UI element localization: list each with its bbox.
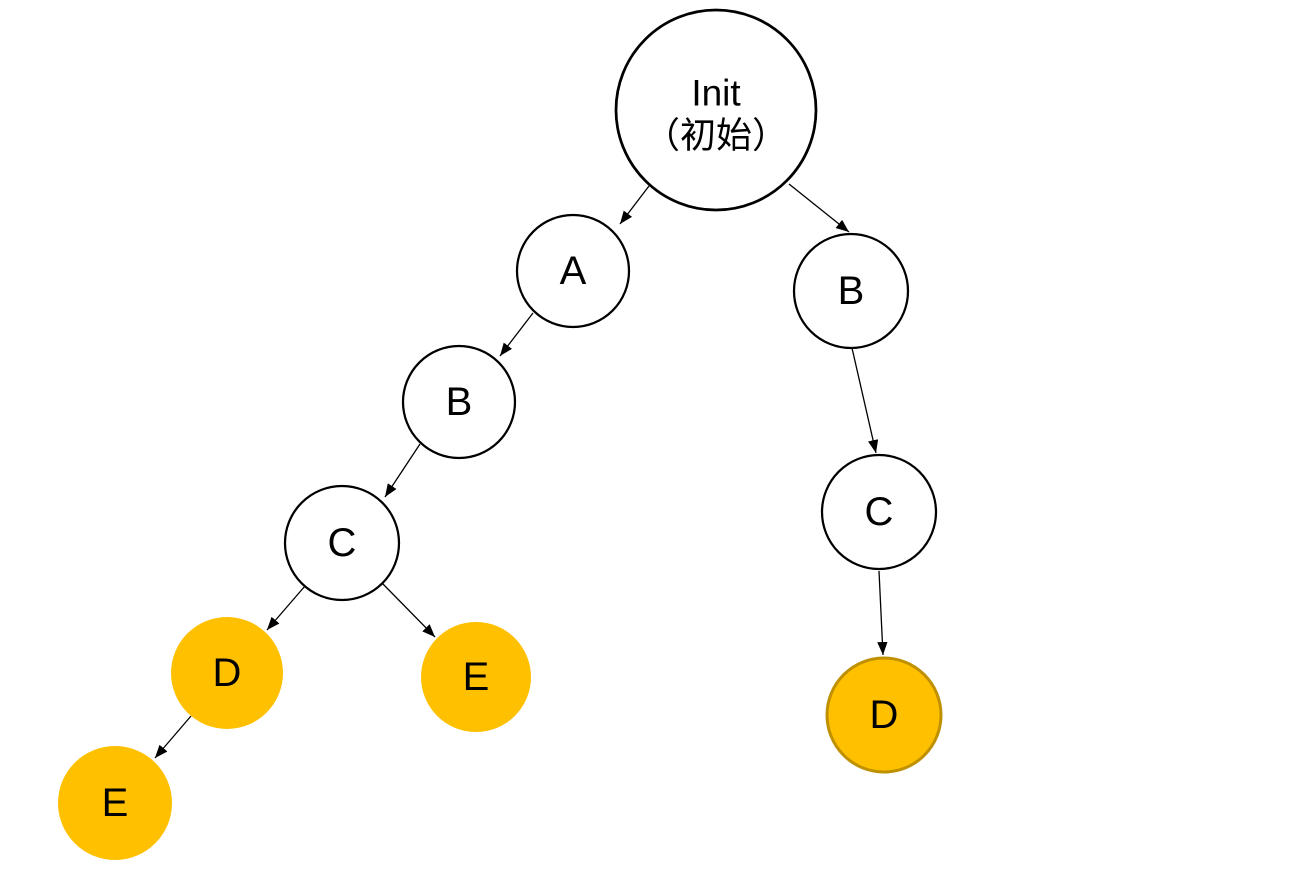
edges-layer bbox=[154, 183, 888, 759]
node-label-e-mid: E bbox=[463, 655, 490, 699]
node-circle-c-right bbox=[820, 453, 938, 571]
node-b-left: B bbox=[401, 344, 517, 460]
node-b-right: B bbox=[792, 232, 910, 350]
node-label-d-right: D bbox=[870, 693, 899, 737]
node-circle-e-bottom bbox=[58, 746, 172, 860]
edge-arrow-a-to-b-left bbox=[499, 312, 534, 357]
node-circle-b-left bbox=[401, 344, 517, 460]
node-label-init-sub: （初始） bbox=[644, 115, 788, 156]
node-label-a: A bbox=[560, 249, 587, 293]
node-circle-a bbox=[515, 213, 631, 329]
edge-arrow-c-left-to-d-left bbox=[266, 585, 306, 631]
node-circle-d-right bbox=[825, 656, 943, 774]
node-label-b-left: B bbox=[446, 380, 473, 424]
nodes-layer: Init（初始） A B C D E E B C D bbox=[58, 8, 943, 860]
edge-arrow-c-left-to-e-mid bbox=[381, 582, 436, 638]
edge-arrow-d-left-to-e-bottom bbox=[154, 715, 192, 759]
node-label-c-left: C bbox=[328, 521, 357, 565]
edge-arrow-b-left-to-c-left bbox=[384, 443, 421, 498]
node-circle-e-mid bbox=[421, 622, 531, 732]
node-circle-d-left bbox=[171, 617, 283, 729]
node-a: A bbox=[515, 213, 631, 329]
node-circle-c-left bbox=[283, 484, 401, 602]
node-e-bottom: E bbox=[58, 746, 172, 860]
node-label-init: Init bbox=[691, 73, 741, 114]
node-d-right: D bbox=[825, 656, 943, 774]
edge-arrow-init-to-a bbox=[619, 185, 650, 225]
node-e-mid: E bbox=[421, 622, 531, 732]
node-circle-b-right bbox=[792, 232, 910, 350]
node-d-left: D bbox=[171, 617, 283, 729]
node-c-right: C bbox=[820, 453, 938, 571]
node-label-d-left: D bbox=[213, 651, 242, 695]
node-label-e-bottom: E bbox=[102, 781, 129, 825]
edge-arrow-c-right-to-d-right bbox=[877, 570, 888, 656]
node-init: Init（初始） bbox=[614, 8, 818, 212]
node-c-left: C bbox=[283, 484, 401, 602]
node-label-b-right: B bbox=[838, 269, 865, 313]
edge-arrow-init-to-b-right bbox=[788, 183, 850, 233]
node-circle-init bbox=[614, 8, 818, 212]
node-label-c-right: C bbox=[865, 490, 894, 534]
edge-arrow-b-right-to-c-right bbox=[851, 347, 879, 454]
